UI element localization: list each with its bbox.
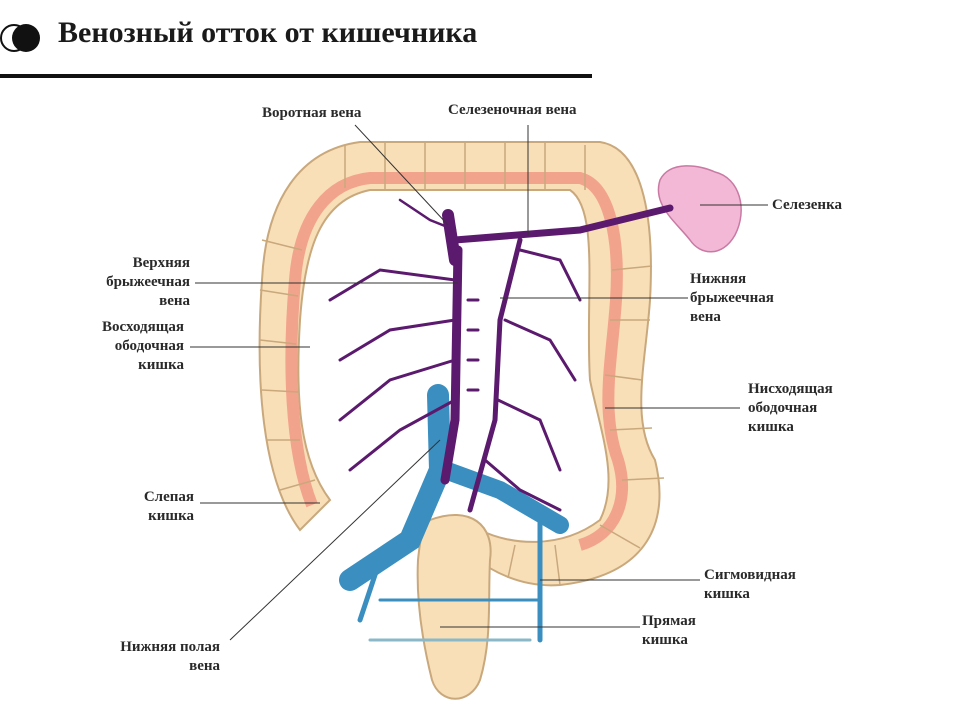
inferior-vena-cava xyxy=(339,384,569,643)
rectum-organ xyxy=(416,514,492,700)
label-splenic-vein: Селезеночная вена xyxy=(448,102,577,118)
label-portal-vein: Воротная вена xyxy=(262,105,362,121)
splenic-vein xyxy=(451,204,674,244)
label-superior-mesenteric-vein: Верхняя брыжеечная вена xyxy=(106,255,190,309)
leader-lines xyxy=(190,124,768,641)
label-inferior-mesenteric-vein: Нижняя брыжеечная вена xyxy=(690,271,774,325)
page-title: Венозный отток от кишечника xyxy=(58,16,478,49)
inferior-mesenteric-vein xyxy=(467,237,523,513)
label-spleen: Селезенка xyxy=(772,197,842,213)
label-inferior-vena-cava: Нижняя полая вена xyxy=(120,639,220,674)
colon-body xyxy=(258,141,661,587)
label-descending-colon: Нисходящая ободочная кишка xyxy=(748,381,833,435)
logo-icon xyxy=(0,24,40,52)
label-ascending-colon: Восходящая ободочная кишка xyxy=(102,319,184,373)
label-cecum: Слепая кишка xyxy=(143,489,194,524)
superior-mesenteric-vein xyxy=(440,245,463,485)
label-rectum: Прямая кишка xyxy=(642,613,696,648)
spleen-organ xyxy=(657,165,742,253)
portal-venous-system xyxy=(328,198,674,513)
label-sigmoid-colon: Сигмовидная кишка xyxy=(704,567,796,602)
title-divider xyxy=(0,74,592,78)
